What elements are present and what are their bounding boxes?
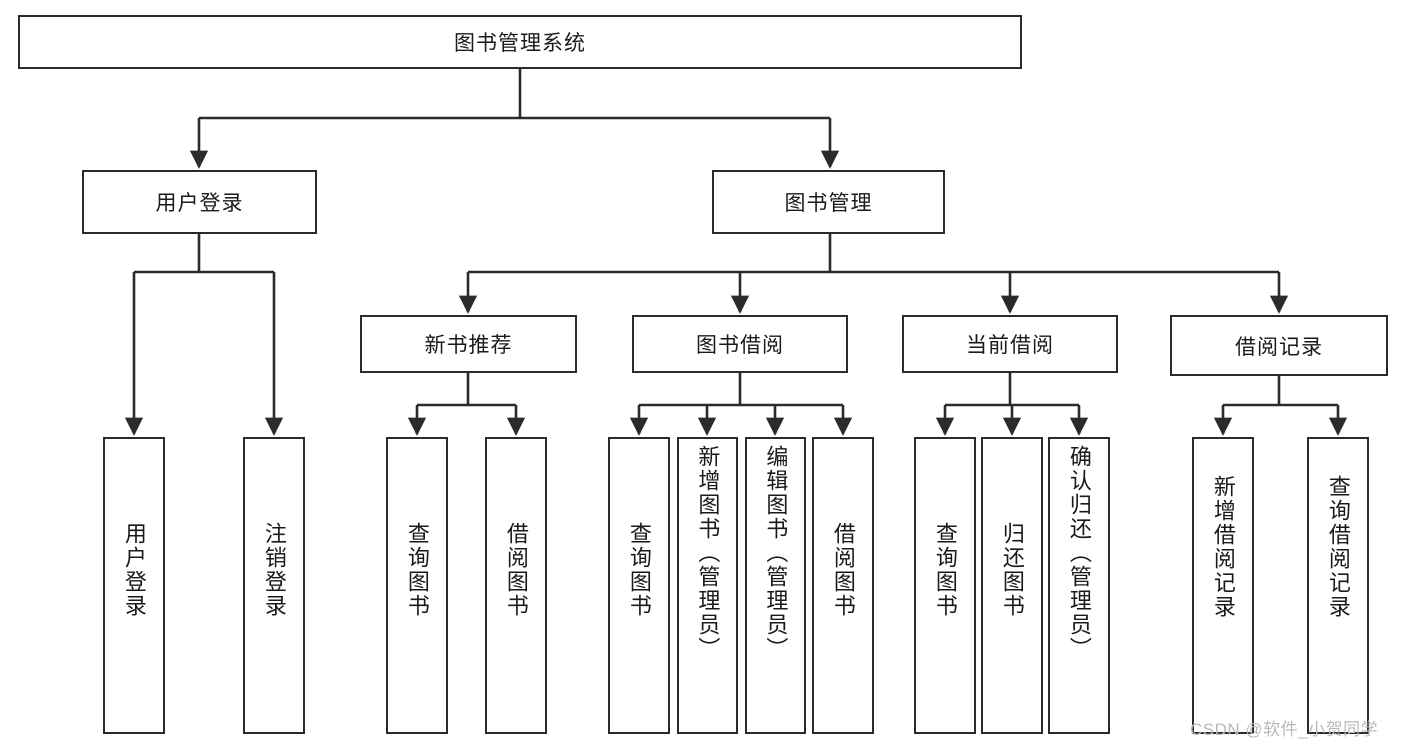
- leaf-user-login-logout[interactable]: 注销登录: [243, 437, 305, 734]
- node-root-book-management-system[interactable]: 图书管理系统: [18, 15, 1022, 69]
- csdn-watermark: CSDN @软件_小贺同学: [1190, 720, 1379, 739]
- node-current-borrow[interactable]: 当前借阅: [902, 315, 1118, 373]
- node-book-borrow[interactable]: 图书借阅: [632, 315, 848, 373]
- node-label: 借阅图书: [830, 522, 856, 618]
- node-label: 用户登录: [121, 522, 147, 618]
- node-label: 查询图书: [626, 522, 652, 618]
- node-label: 归还图书: [999, 522, 1025, 618]
- node-label: 新增借阅记录: [1210, 475, 1236, 619]
- node-label: 用户登录: [155, 192, 244, 215]
- node-label: 新书推荐: [424, 334, 513, 357]
- leaf-current-borrow-confirm-return-admin[interactable]: 确认归还（管理员）: [1048, 437, 1110, 734]
- node-label: 新增图书（管理员）: [695, 445, 721, 661]
- node-label: 查询图书: [404, 522, 430, 618]
- leaf-current-borrow-query-book[interactable]: 查询图书: [914, 437, 976, 734]
- leaf-book-borrow-edit-book-admin[interactable]: 编辑图书（管理员）: [745, 437, 806, 734]
- leaf-new-book-query-book[interactable]: 查询图书: [386, 437, 448, 734]
- node-label: 图书借阅: [696, 334, 784, 357]
- node-label: 编辑图书（管理员）: [763, 445, 789, 661]
- node-label: 查询图书: [932, 522, 958, 618]
- node-user-login[interactable]: 用户登录: [82, 170, 317, 234]
- node-label: 确认归还（管理员）: [1066, 445, 1092, 661]
- node-label: 图书管理系统: [454, 32, 586, 55]
- node-book-management[interactable]: 图书管理: [712, 170, 945, 234]
- node-label: 借阅记录: [1235, 335, 1323, 359]
- node-new-book-recommend[interactable]: 新书推荐: [360, 315, 577, 373]
- node-label: 图书管理: [784, 192, 873, 215]
- leaf-current-borrow-return-book[interactable]: 归还图书: [981, 437, 1043, 734]
- leaf-borrow-record-query-record[interactable]: 查询借阅记录: [1307, 437, 1369, 734]
- node-label: 借阅图书: [503, 522, 529, 618]
- leaf-user-login-login[interactable]: 用户登录: [103, 437, 165, 734]
- node-label: 查询借阅记录: [1325, 475, 1351, 619]
- node-borrow-record[interactable]: 借阅记录: [1170, 315, 1388, 376]
- leaf-borrow-record-add-record[interactable]: 新增借阅记录: [1192, 437, 1254, 734]
- node-label: 当前借阅: [966, 334, 1054, 357]
- leaf-book-borrow-query-book[interactable]: 查询图书: [608, 437, 670, 734]
- node-label: 注销登录: [261, 522, 287, 618]
- leaf-book-borrow-borrow-book[interactable]: 借阅图书: [812, 437, 874, 734]
- leaf-book-borrow-add-book-admin[interactable]: 新增图书（管理员）: [677, 437, 738, 734]
- leaf-new-book-borrow-book[interactable]: 借阅图书: [485, 437, 547, 734]
